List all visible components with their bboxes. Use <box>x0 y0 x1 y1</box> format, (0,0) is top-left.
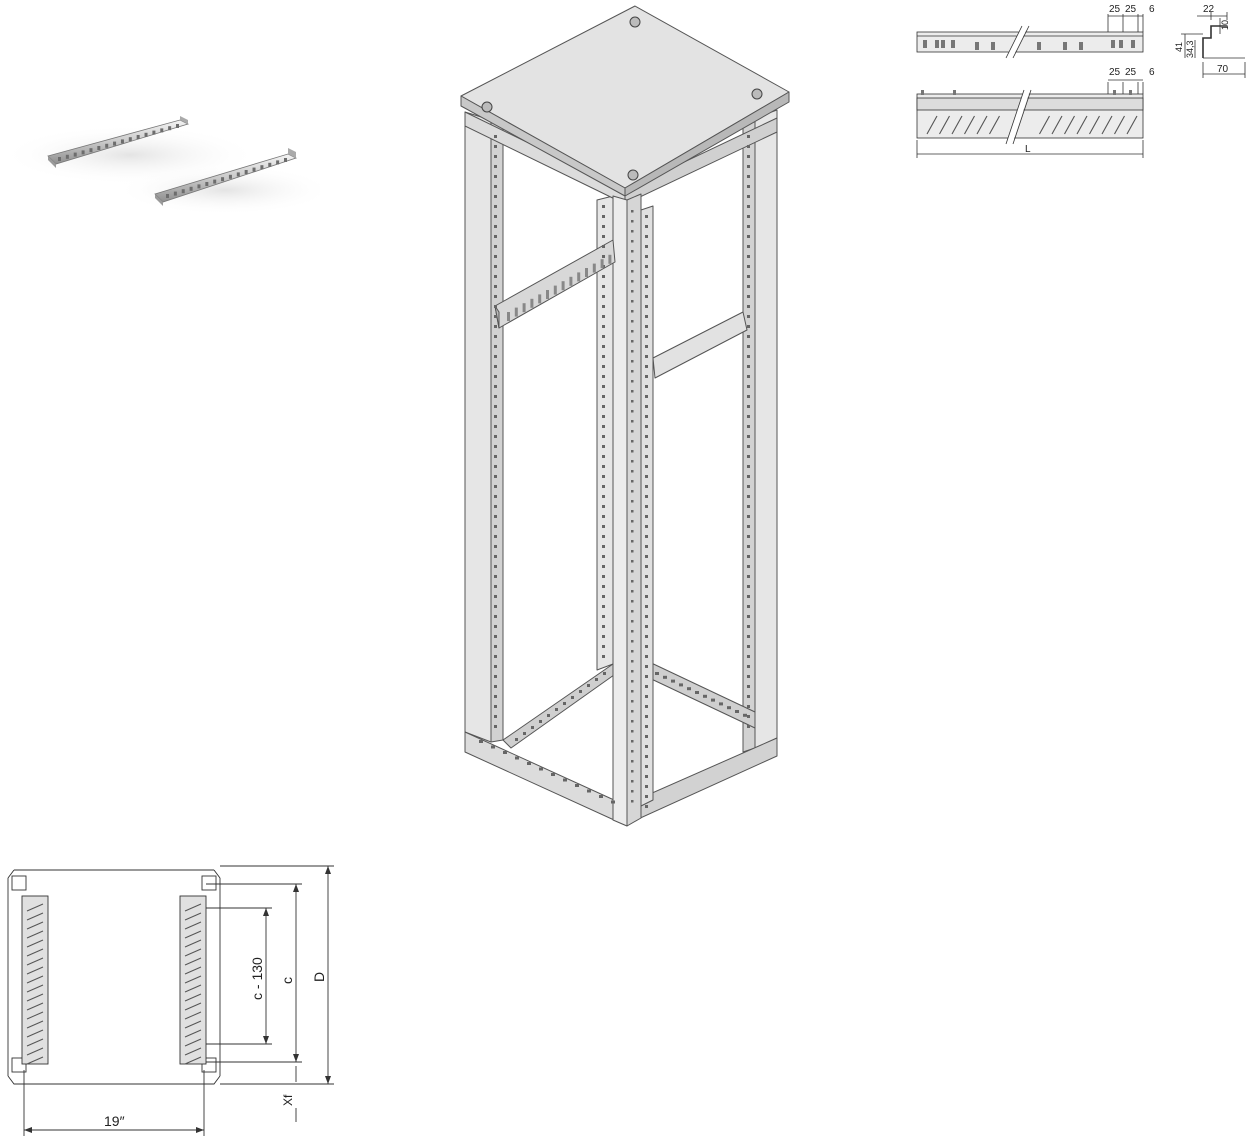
rack-frame-drawing <box>455 0 795 840</box>
roof-panel <box>460 5 790 189</box>
cross-rail <box>652 311 748 379</box>
dim-height-outer: 41 <box>1174 42 1184 52</box>
dim-lip: 10 <box>1220 20 1230 30</box>
right-rear-post <box>754 109 778 749</box>
dim-mid-3: 6 <box>1149 67 1155 78</box>
dim-c: c <box>279 977 295 984</box>
dim-top-3: 6 <box>1149 4 1155 15</box>
dim-mid-2: 25 <box>1125 67 1137 78</box>
dim-19-inch: 19″ <box>104 1113 125 1129</box>
dim-top-2: 25 <box>1125 4 1137 15</box>
dim-depth: 70 <box>1217 64 1229 75</box>
dim-mid-1: 25 <box>1109 67 1121 78</box>
dim-height-inner: 34,3 <box>1185 40 1195 58</box>
dim-D: D <box>311 972 327 982</box>
dim-top-1: 25 <box>1109 4 1121 15</box>
rail-right <box>154 148 298 206</box>
plan-view-drawing: c - 130 c D Xf 19″ <box>0 860 345 1136</box>
dim-length: L <box>1025 144 1031 155</box>
rail-profile-drawing: 25 25 6 25 25 6 L <box>905 0 1165 165</box>
rail-pair-product-image <box>0 100 335 220</box>
dim-xf: Xf <box>281 1094 295 1106</box>
rear-left-post <box>464 111 492 743</box>
rail-left <box>47 116 190 168</box>
dim-width-top: 22 <box>1203 4 1215 15</box>
front-post <box>612 195 628 827</box>
rail-section-drawing: 22 10 41 34,3 70 <box>1165 0 1247 85</box>
dim-c-minus-130: c - 130 <box>249 957 265 1000</box>
